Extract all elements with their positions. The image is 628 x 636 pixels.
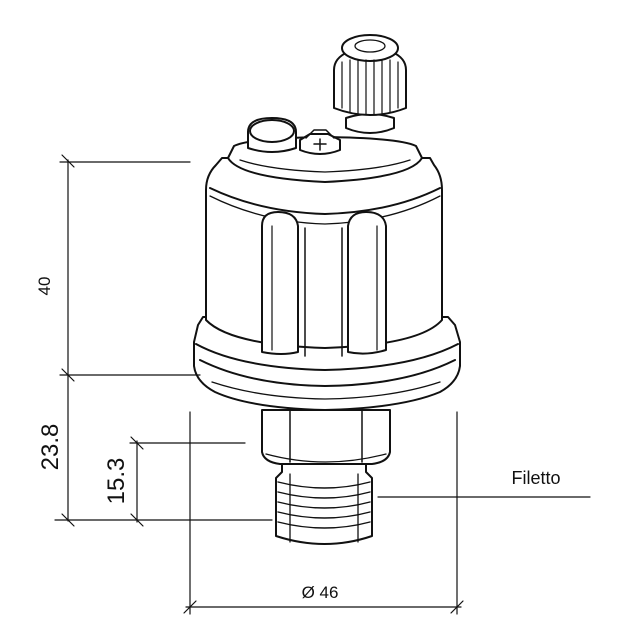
hex-nut [261,409,391,465]
dim-label-diameter: Ø 46 [302,583,339,602]
dim-label-40: 40 [35,277,54,296]
main-housing [205,157,443,349]
dim-label-15-3: 15.3 [103,458,130,505]
thread-stem [275,463,373,545]
terminal-boss [247,117,297,153]
dim-label-23-8: 23.8 [37,424,64,471]
star-screw [299,129,341,155]
thread-callout-label: Filetto [511,468,560,488]
knurled-terminal [333,34,407,134]
flute-left [261,211,299,355]
flute-right [347,211,387,355]
sensor-body [193,34,461,411]
